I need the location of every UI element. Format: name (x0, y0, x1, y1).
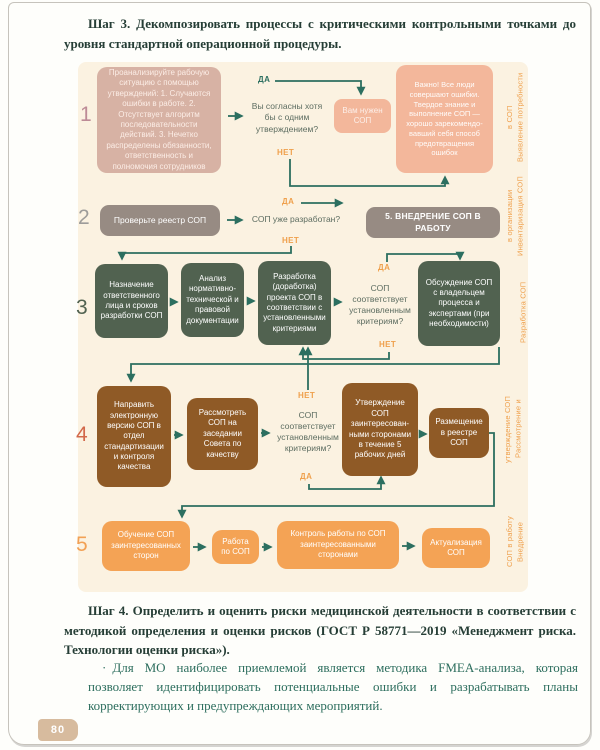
row3-side-label: Разработка СОП (518, 281, 528, 343)
page-number-badge: 80 (38, 719, 78, 741)
row4-question: СОП соответствует установленным критерия… (277, 409, 339, 454)
row4-review-box: Рассмотреть СОП на заседании Совета по к… (187, 398, 258, 470)
row5-update-box: Актуализация СОП (422, 528, 490, 568)
row2-question: СОП уже разработан? (251, 214, 341, 225)
row2-check-registry-box: Проверьте реестр СОП (100, 205, 220, 236)
step3-heading: Шаг 3. Декомпозировать процессы с критич… (64, 16, 576, 51)
row5-work-box: Работа по СОП (212, 530, 259, 564)
row1-yes-label: ДА (258, 75, 271, 84)
row2-yes-label: ДА (282, 197, 295, 206)
row4-approve-box: Утверждение СОП заинтересован-ными сторо… (342, 383, 418, 476)
page-number: 80 (50, 724, 66, 736)
row1-analyze-box: Проанализируйте рабочую ситуацию с помощ… (97, 67, 221, 173)
row4-no-label: НЕТ (298, 391, 316, 400)
row5-side-label: Внедрение СОП в работу (505, 516, 525, 568)
row2-implementation-box: 5. ВНЕДРЕНИЕ СОП В РАБОТУ (366, 207, 500, 238)
row3-yes-label: ДА (378, 263, 391, 272)
row1-need-sop-box: Вам нужен СОП (334, 99, 391, 133)
row4-yes-label: ДА (300, 472, 313, 481)
step-number-1: 1 (80, 103, 92, 126)
row3-question: СОП соответствует установленным критерия… (349, 282, 411, 327)
row4-side-label: Рассмотрение и утверждение СОП (503, 395, 523, 463)
step4-heading: Шаг 4. Определить и оценить риски медици… (64, 603, 576, 657)
row4-registry-box: Размещение в реестре СОП (429, 408, 489, 458)
row1-question: Вы согласны хотя бы с одним утверждением… (251, 101, 323, 134)
row5-training-box: Обучение СОП заинтересованных сторон (102, 521, 190, 571)
step-number-4: 4 (76, 423, 88, 446)
row1-no-label: НЕТ (277, 148, 295, 157)
fmea-bullet-text: Для МО наиболее приемлемой является мето… (88, 660, 578, 713)
row3-assign-box: Назначение ответственного лица и сроков … (95, 264, 168, 338)
row1-important-box: Важно! Все люди совершают ошибки. Твердо… (396, 65, 493, 173)
row3-develop-box: Разработка (доработка) проекта СОП в соо… (258, 261, 331, 345)
row4-send-box: Направить электронную версию СОП в отдел… (97, 386, 171, 487)
row2-side-label: Инвентаризация СОП в организации (505, 176, 525, 256)
row1-side-label: Выявление потребности в СОП (505, 72, 525, 162)
row3-analysis-box: Анализ нормативно-технической и правовой… (181, 263, 244, 337)
step-number-5: 5 (76, 533, 88, 556)
fmea-bullet: ·Для МО наиболее приемлемой является мет… (88, 659, 578, 716)
row3-discuss-box: Обсуждение СОП с владельцем процесса и э… (418, 261, 500, 346)
row5-control-box: Контроль работы по СОП заинтересованными… (277, 521, 399, 569)
step-number-2: 2 (78, 206, 90, 229)
bullet-marker-icon: · (102, 660, 107, 675)
row2-no-label: НЕТ (282, 236, 300, 245)
step-number-3: 3 (76, 296, 88, 319)
row3-no-label: НЕТ (379, 340, 397, 349)
